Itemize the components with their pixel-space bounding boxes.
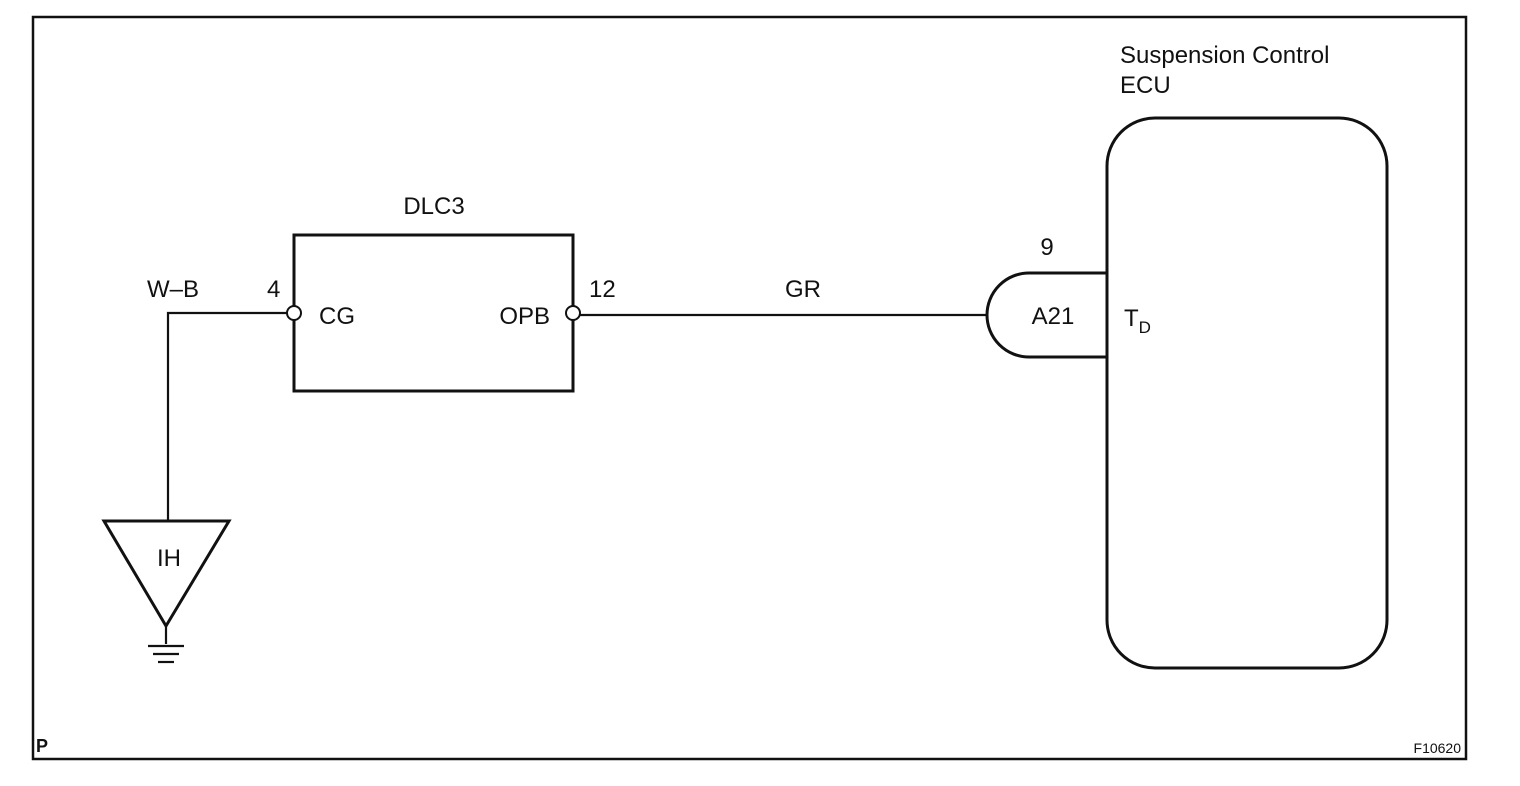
ecu-terminal-label: TD <box>1124 305 1151 337</box>
ground-wire <box>166 311 287 521</box>
connector-a21-shape <box>985 271 1107 359</box>
diagram-frame <box>31 15 1468 761</box>
dlc3-left-terminal: CG <box>319 303 355 330</box>
ground-point-triangle <box>101 519 232 629</box>
dlc3-left-pin-number: 4 <box>267 276 280 303</box>
dlc3-pin-cg <box>286 305 302 321</box>
dlc3-title: DLC3 <box>403 193 464 220</box>
figure-id: F10620 <box>1414 740 1462 756</box>
connector-code: A21 <box>1032 303 1075 330</box>
dlc3-right-terminal: OPB <box>499 303 550 330</box>
dlc3-right-pin-number: 12 <box>589 276 616 303</box>
frame-corner-label: P <box>36 736 48 756</box>
ecu-title-line2: ECU <box>1120 72 1171 99</box>
ground-point-label: IH <box>157 545 181 572</box>
connector-pin-number: 9 <box>1040 234 1053 261</box>
ground-wire-color: W–B <box>147 276 199 303</box>
ecu-title-line1: Suspension Control <box>1120 42 1329 69</box>
dlc3-pin-opb <box>565 305 581 321</box>
ecu-terminal-main: T <box>1124 305 1139 332</box>
chassis-ground-icon <box>148 626 184 664</box>
signal-wire-color: GR <box>785 276 821 303</box>
ecu-terminal-subscript: D <box>1139 318 1151 337</box>
ecu-box <box>1105 116 1389 670</box>
